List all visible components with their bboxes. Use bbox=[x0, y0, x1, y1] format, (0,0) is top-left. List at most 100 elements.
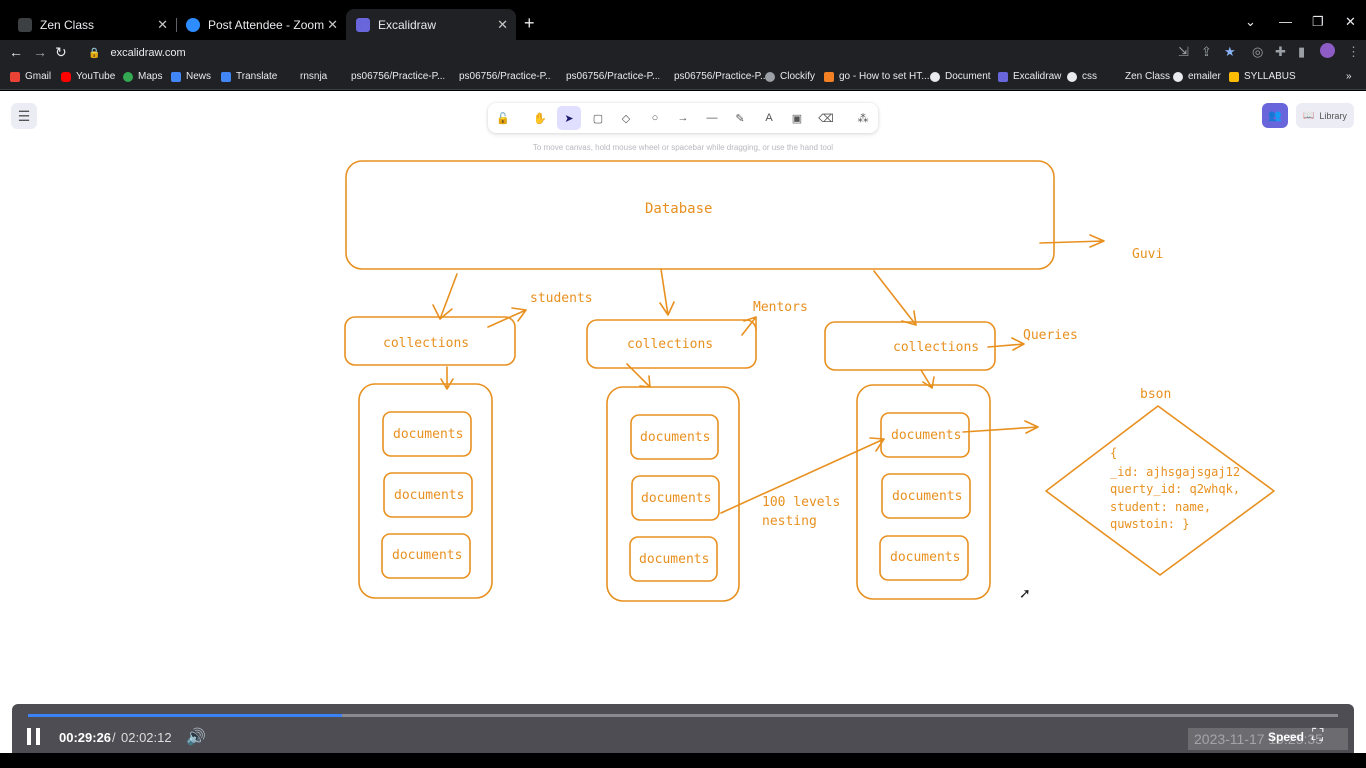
bookmark-clockify[interactable]: Clockify bbox=[765, 71, 815, 82]
video-player-controls: 00:29:26 / 02:02:12 🔊 2023-11-17 19:25:3… bbox=[12, 704, 1354, 753]
bookmark-translate[interactable]: Translate bbox=[221, 71, 277, 82]
text-icon[interactable]: A bbox=[765, 112, 773, 124]
restore-icon[interactable]: ❐ bbox=[1312, 14, 1324, 29]
lock-icon[interactable]: 🔓 bbox=[496, 112, 510, 125]
tab-title: Excalidraw bbox=[378, 17, 437, 32]
close-tab-icon[interactable]: ✕ bbox=[497, 17, 508, 32]
collections-label: collections bbox=[893, 340, 979, 355]
youtube-icon bbox=[61, 71, 71, 82]
bookmark-zen-class[interactable]: Zen Class bbox=[1110, 71, 1170, 82]
url-text: excalidraw.com bbox=[110, 47, 186, 59]
stackoverflow-icon bbox=[824, 71, 834, 82]
address-bar[interactable]: 🔒 excalidraw.com bbox=[80, 41, 1250, 65]
arrow-nesting bbox=[720, 437, 885, 514]
guvi-arrow bbox=[1039, 234, 1105, 248]
new-tab-button[interactable]: + bbox=[524, 13, 535, 33]
forward-icon[interactable]: → bbox=[33, 44, 47, 60]
bookmark-maps[interactable]: Maps bbox=[123, 71, 162, 82]
diamond-icon[interactable]: ◇ bbox=[621, 112, 631, 125]
current-time: 00:29:26 bbox=[59, 730, 112, 745]
close-tab-icon[interactable]: ✕ bbox=[157, 17, 168, 32]
shape-toolbar: 🔓 ✋ ➤ ▢ ◇ ○ → — ✎ A ▣ ⌫ ⁂ bbox=[488, 103, 878, 133]
bookmark-document[interactable]: Document bbox=[930, 71, 991, 82]
documents-label: documents bbox=[891, 428, 961, 443]
bookmark-youtube[interactable]: YouTube bbox=[61, 71, 115, 82]
document-box bbox=[881, 473, 971, 519]
minimize-icon[interactable]: — bbox=[1279, 14, 1292, 29]
bookmark-syllabus[interactable]: SYLLABUS bbox=[1229, 71, 1296, 82]
lock-icon[interactable]: 🔒 bbox=[88, 47, 101, 59]
tab-search-icon[interactable]: ⌄ bbox=[1245, 14, 1256, 29]
eraser-icon[interactable]: ⌫ bbox=[818, 112, 834, 125]
volume-icon[interactable]: 🔊 bbox=[186, 729, 206, 746]
collection-box-1 bbox=[344, 316, 516, 366]
main-menu-icon[interactable]: ☰ bbox=[11, 103, 37, 129]
bookmark-label: emailer bbox=[1188, 71, 1221, 82]
bookmark-practice-4[interactable]: ps06756/Practice-P... bbox=[659, 71, 768, 82]
bookmark-gmail[interactable]: Gmail bbox=[10, 71, 51, 82]
bookmark-label: go - How to set HT... bbox=[839, 71, 930, 82]
documents-container-3 bbox=[856, 384, 991, 600]
documents-label: documents bbox=[892, 489, 962, 504]
bookmark-excalidraw[interactable]: Excalidraw bbox=[998, 71, 1061, 82]
close-tab-icon[interactable]: ✕ bbox=[327, 17, 338, 32]
browser-menu-icon[interactable]: ⋮ bbox=[1347, 44, 1360, 59]
ellipse-icon[interactable]: ○ bbox=[651, 112, 659, 124]
bookmark-css[interactable]: css bbox=[1067, 71, 1097, 82]
pause-icon[interactable] bbox=[27, 728, 41, 745]
excalidraw-canvas[interactable]: ☰ 🔓 ✋ ➤ ▢ ◇ ○ → — ✎ A ▣ ⌫ ⁂ To move canv… bbox=[0, 91, 1366, 753]
github-icon bbox=[336, 71, 346, 82]
more-bookmarks-icon[interactable]: » bbox=[1346, 71, 1352, 82]
bookmark-label: Clockify bbox=[780, 71, 816, 82]
bookmark-practice-1[interactable]: ps06756/Practice-P... bbox=[336, 71, 445, 82]
bookmark-practice-2[interactable]: ps06756/Practice-P... bbox=[444, 71, 553, 82]
database-diagram: Database Guvi collections collections co… bbox=[344, 160, 1275, 602]
github-icon bbox=[551, 71, 561, 82]
share-icon[interactable]: ⇪ bbox=[1201, 44, 1212, 59]
seek-bar-progress bbox=[28, 714, 343, 717]
image-icon[interactable]: ▣ bbox=[791, 112, 803, 125]
collections-label: collections bbox=[627, 337, 713, 352]
bookmark-emailer[interactable]: emailer bbox=[1173, 71, 1221, 82]
bookmark-rnsnja[interactable]: rnsnja bbox=[285, 71, 327, 82]
bookmark-practice-3[interactable]: ps06756/Practice-P... bbox=[551, 71, 660, 82]
documents-container-1 bbox=[358, 383, 493, 599]
install-app-icon[interactable]: ⇲ bbox=[1178, 44, 1189, 59]
tab-excalidraw[interactable]: Excalidraw ✕ bbox=[346, 9, 516, 40]
bookmark-news[interactable]: News bbox=[171, 71, 211, 82]
back-icon[interactable]: ← bbox=[9, 44, 23, 60]
arrow-db-to-collection-3 bbox=[873, 270, 917, 326]
collaborate-button[interactable]: 👥 bbox=[1262, 103, 1288, 128]
time-separator: / bbox=[112, 730, 116, 745]
arrow-icon[interactable]: → bbox=[677, 112, 689, 124]
line-icon[interactable]: — bbox=[706, 112, 718, 124]
tab-zen-class[interactable]: Zen Class ✕ bbox=[8, 9, 176, 40]
bookmark-go-http[interactable]: go - How to set HT... bbox=[824, 71, 930, 82]
document-box bbox=[630, 414, 719, 460]
bson-line: querty_id: q2whqk, bbox=[1110, 482, 1240, 496]
rectangle-icon[interactable]: ▢ bbox=[592, 112, 604, 125]
profile-avatar[interactable] bbox=[1320, 43, 1335, 58]
library-button[interactable]: 📖 Library bbox=[1296, 103, 1354, 128]
speed-button[interactable]: Speed bbox=[1268, 730, 1305, 744]
gmail-icon bbox=[10, 71, 20, 82]
extensions-puzzle-icon[interactable]: ✚ bbox=[1275, 44, 1286, 59]
bookmark-star-icon[interactable]: ★ bbox=[1224, 44, 1236, 59]
selection-icon[interactable]: ➤ bbox=[557, 106, 581, 130]
extension-icon[interactable]: ◎ bbox=[1252, 44, 1264, 59]
arrow-students bbox=[487, 307, 527, 328]
extra-tools-icon[interactable]: ⁂ bbox=[857, 112, 869, 125]
tab-zoom[interactable]: Post Attendee - Zoom ✕ bbox=[176, 9, 346, 40]
documents-label: documents bbox=[641, 491, 711, 506]
maps-icon bbox=[123, 71, 133, 82]
guvi-label: Guvi bbox=[1132, 247, 1163, 262]
side-panel-icon[interactable]: ▮ bbox=[1298, 44, 1306, 59]
bookmark-label: Maps bbox=[138, 71, 163, 82]
translate-icon bbox=[221, 71, 231, 82]
fullscreen-exit-icon[interactable]: ⛶ bbox=[1312, 727, 1324, 744]
hand-icon[interactable]: ✋ bbox=[533, 112, 547, 125]
seek-bar[interactable] bbox=[28, 714, 1338, 717]
reload-icon[interactable]: ↻ bbox=[55, 44, 67, 60]
close-window-icon[interactable]: ✕ bbox=[1345, 14, 1356, 29]
draw-icon[interactable]: ✎ bbox=[735, 112, 745, 125]
